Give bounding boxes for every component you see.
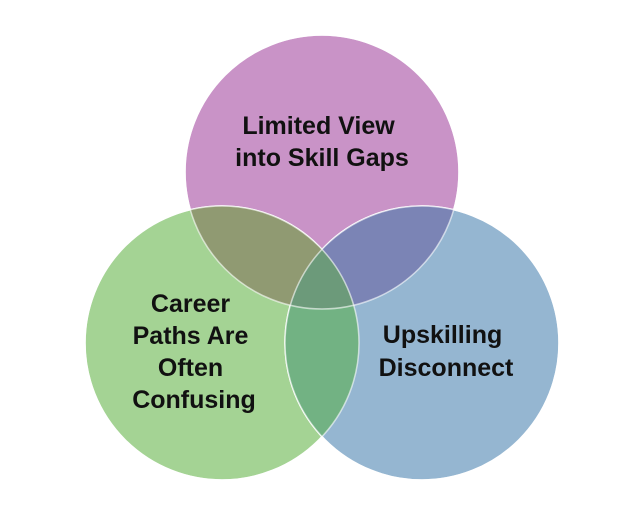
- label-career-paths-line-3: Often: [158, 354, 223, 382]
- label-skill-gaps-line-1: Limited View: [242, 112, 395, 140]
- label-upskilling-line-2: Disconnect: [379, 354, 514, 382]
- label-skill-gaps: Limited View into Skill Gaps: [235, 112, 409, 172]
- label-career-paths-line-4: Confusing: [132, 386, 256, 414]
- label-career-paths-line-1: Career: [151, 290, 230, 318]
- label-career-paths-line-2: Paths Are: [133, 322, 249, 350]
- overlap-skill-gaps-career-paths: [185, 206, 359, 309]
- label-skill-gaps-line-2: into Skill Gaps: [235, 144, 409, 172]
- overlap-skill-gaps-upskilling: [285, 206, 459, 309]
- label-career-paths: Career Paths Are Often Confusing: [132, 290, 256, 414]
- label-upskilling: Upskilling Disconnect: [379, 321, 514, 382]
- label-upskilling-line-1: Upskilling: [383, 321, 502, 349]
